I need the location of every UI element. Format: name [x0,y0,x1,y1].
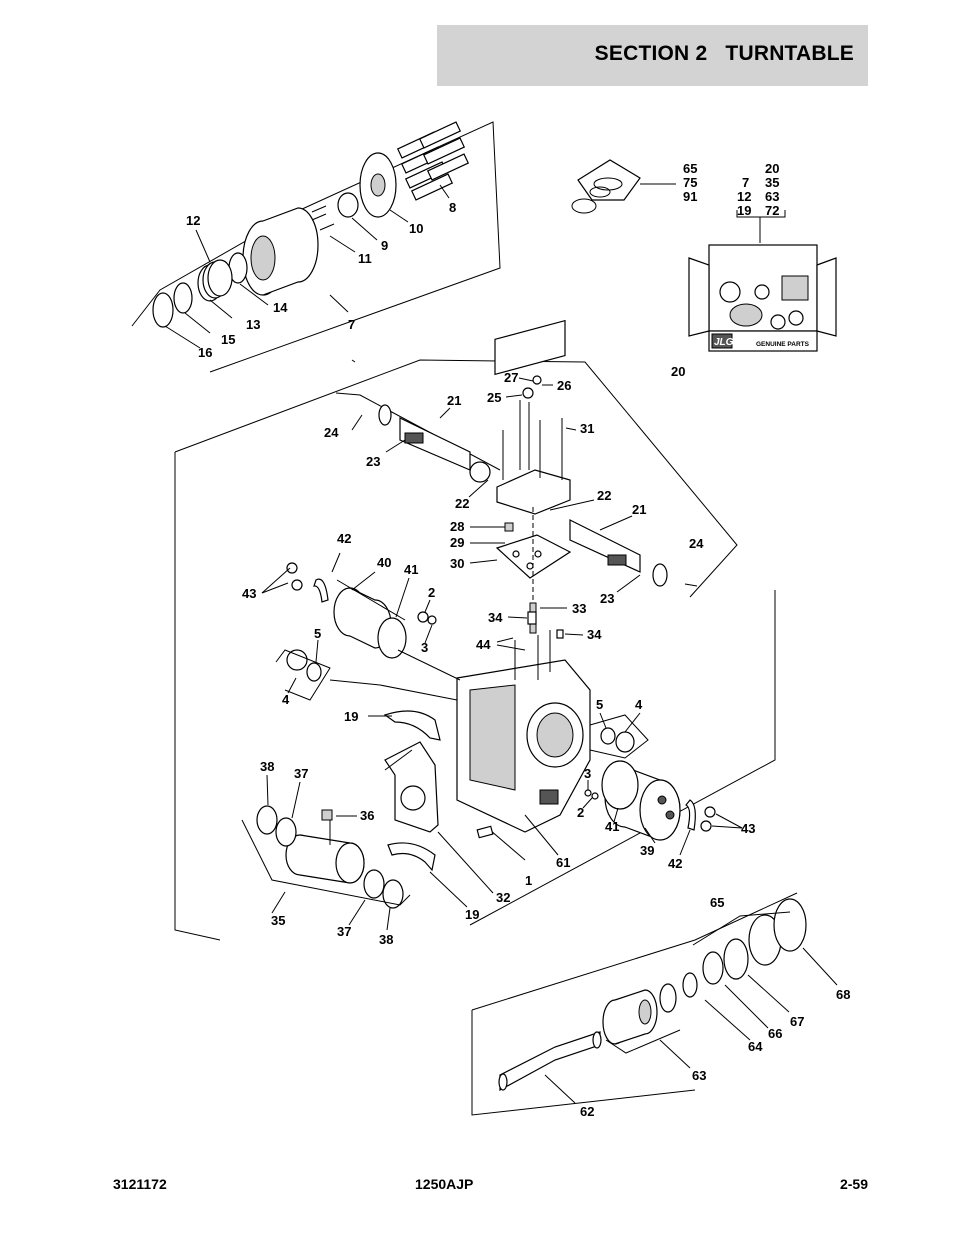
service-kit-12: 12 [737,189,751,204]
frame-right [469,590,776,926]
label-28: 28 [450,519,464,534]
label-38a: 38 [260,759,274,774]
service-kit-19: 19 [737,203,751,218]
rotating-group-7 [131,121,501,373]
label-1: 1 [525,873,532,888]
label-22a: 22 [455,496,469,511]
footer-model: 1250AJP [415,1176,474,1192]
pump-housing-61 [456,602,591,861]
label-34a: 34 [488,610,503,625]
label-64: 64 [748,1039,763,1054]
label-3a: 3 [421,640,428,655]
label-4b: 4 [635,697,643,712]
label-66: 66 [768,1026,782,1041]
label-11: 11 [358,251,372,266]
label-23b: 23 [600,591,614,606]
label-39: 39 [640,843,654,858]
label-43a: 43 [242,586,256,601]
seal-kit-75: 75 [683,175,697,190]
pistons [396,121,470,201]
seal-kit-65: 65 [683,161,697,176]
label-24b: 24 [689,536,704,551]
control-valve-assembly [335,319,698,610]
label-37a: 37 [294,766,308,781]
service-kit-20: 20 [765,161,779,176]
frame-top [174,359,738,598]
label-27: 27 [504,370,518,385]
label-41b: 41 [605,819,619,834]
service-kit-35: 35 [765,175,779,190]
label-19a: 19 [344,709,358,724]
label-41a: 41 [404,562,418,577]
label-40: 40 [377,555,391,570]
label-29: 29 [450,535,464,550]
section-header: SECTION 2 TURNTABLE [437,25,868,86]
label-9: 9 [381,238,388,253]
label-68: 68 [836,987,850,1002]
kit-label: GENUINE PARTS [756,341,810,348]
label-23a: 23 [366,454,380,469]
label-16: 16 [198,345,212,360]
label-30: 30 [450,556,464,571]
seal-kit-91: 91 [683,189,697,204]
label-34b: 34 [587,627,602,642]
label-3b: 3 [584,766,591,781]
label-65: 65 [710,895,724,910]
label-14: 14 [273,300,288,315]
callout-labels: 12 14 13 15 16 7 11 9 10 8 65 75 91 7 12… [186,161,850,1119]
jlg-logo: JLG [714,337,734,348]
service-kit-63: 63 [765,189,779,204]
service-kit-72: 72 [765,203,779,218]
label-13: 13 [246,317,260,332]
label-25: 25 [487,390,501,405]
label-37b: 37 [337,924,351,939]
label-15: 15 [221,332,235,347]
label-26: 26 [557,378,571,393]
label-43b: 43 [741,821,755,836]
label-38b: 38 [379,932,393,947]
label-2b: 2 [577,805,584,820]
label-61: 61 [556,855,570,870]
label-10: 10 [409,221,423,236]
service-kit-box: JLG GENUINE PARTS [688,210,837,352]
label-8: 8 [449,200,456,215]
service-kit-7: 7 [742,175,749,190]
label-19b: 19 [465,907,479,922]
label-35: 35 [271,913,285,928]
drive-shaft-group [471,892,838,1116]
label-33: 33 [572,601,586,616]
label-42b: 42 [668,856,682,871]
label-42a: 42 [337,531,351,546]
label-21a: 21 [447,393,461,408]
label-31: 31 [580,421,594,436]
label-63: 63 [692,1068,706,1083]
label-36: 36 [360,808,374,823]
label-5b: 5 [596,697,603,712]
servo-right [582,712,743,856]
label-62: 62 [580,1104,594,1119]
section-title: SECTION 2 TURNTABLE [594,42,854,65]
swash-plate-group [241,359,494,931]
seal-kit-bag [571,159,676,214]
label-7: 7 [348,317,355,332]
label-24a: 24 [324,425,339,440]
servo-left [261,552,461,701]
label-12: 12 [186,213,200,228]
label-21b: 21 [632,502,646,517]
frame-left [174,452,221,941]
label-32: 32 [496,890,510,905]
label-44: 44 [476,637,491,652]
footer-doc-number: 3121172 [113,1176,167,1192]
footer-page-number: 2-59 [839,1176,868,1192]
label-2a: 2 [428,585,435,600]
label-67: 67 [790,1014,804,1029]
label-20: 20 [671,364,685,379]
label-4a: 4 [282,692,290,707]
label-5a: 5 [314,626,321,641]
label-22b: 22 [597,488,611,503]
